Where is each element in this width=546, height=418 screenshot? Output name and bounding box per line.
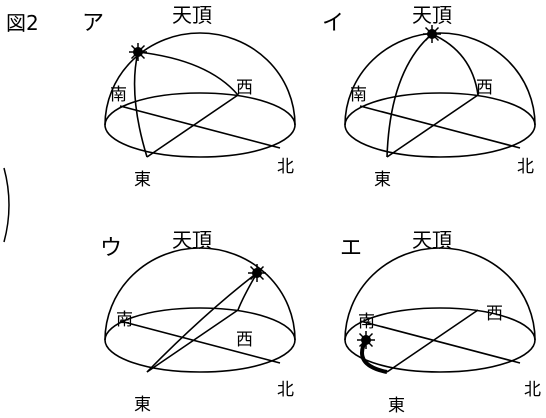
panel-a-east-label: 東 (134, 170, 151, 190)
panel-u-north-label: 北 (277, 380, 294, 400)
panel-i-east-west-line (386, 94, 479, 158)
panel-a-zenith-label: 天頂 (172, 3, 212, 27)
panel-u-east-label: 東 (134, 395, 151, 415)
panel-a-sun-icon (129, 43, 147, 61)
panel-u-horizon (104, 307, 296, 373)
panel-i-marker: イ (322, 11, 344, 36)
panel-i: イ 天頂 南 西 東 北 (322, 3, 536, 190)
panel-i-west-label: 西 (476, 78, 493, 98)
panel-e: エ 天頂 南 西 東 北 (340, 228, 541, 416)
panel-i-sun-icon (423, 25, 441, 43)
panel-a-sun-path-right (137, 51, 239, 96)
panel-i-south-label: 南 (350, 85, 367, 105)
panel-a-dome (104, 32, 296, 126)
panel-u-sun-path-left (146, 272, 258, 373)
panel-i-sun-path-right (431, 33, 479, 96)
panel-a-marker: ア (82, 11, 104, 36)
panel-e-horizon (344, 307, 536, 373)
panel-u-east-west-line (146, 309, 239, 373)
panel-u-west-label: 西 (236, 330, 253, 350)
panel-i-north-label: 北 (517, 157, 534, 177)
panel-a-north-south-line (119, 105, 281, 149)
panel-i-dome (344, 32, 536, 126)
panel-a-sun-path-left (133, 51, 148, 158)
panel-i-zenith-label: 天頂 (412, 3, 452, 27)
panel-e-east-label: 東 (388, 396, 405, 416)
panel-e-marker: エ (340, 236, 362, 261)
panel-e-east-west-line (386, 309, 479, 373)
panel-u-north-south-line (119, 320, 281, 364)
panel-e-sun-icon (357, 331, 375, 349)
panel-a-south-label: 南 (110, 85, 127, 105)
panel-a-east-west-line (146, 94, 239, 158)
left-edge-bracket (3, 167, 10, 243)
panel-a: ア 天頂 南 西 東 北 (82, 3, 296, 190)
panel-u-dome (104, 247, 296, 341)
panel-u-sun-path-right (237, 272, 258, 311)
figure-label: 図2 (6, 11, 39, 35)
panel-e-west-label: 西 (486, 304, 503, 324)
panel-e-north-south-line (359, 320, 521, 364)
panel-a-west-label: 西 (236, 78, 253, 98)
panel-a-north-label: 北 (277, 157, 294, 177)
panel-u-south-label: 南 (116, 310, 133, 330)
panel-e-south-label: 南 (358, 312, 375, 332)
panel-u-sun-icon (248, 264, 266, 282)
panel-i-horizon (344, 92, 536, 158)
panel-i-east-label: 東 (374, 170, 391, 190)
panel-e-dome (344, 247, 536, 341)
panel-e-north-label: 北 (524, 380, 541, 400)
panel-i-north-south-line (359, 105, 521, 149)
panel-i-sun-path-left (386, 33, 433, 158)
panel-u-marker: ウ (100, 236, 122, 261)
panel-u: ウ 天頂 南 西 東 北 (100, 228, 296, 415)
panel-a-horizon (104, 92, 296, 158)
